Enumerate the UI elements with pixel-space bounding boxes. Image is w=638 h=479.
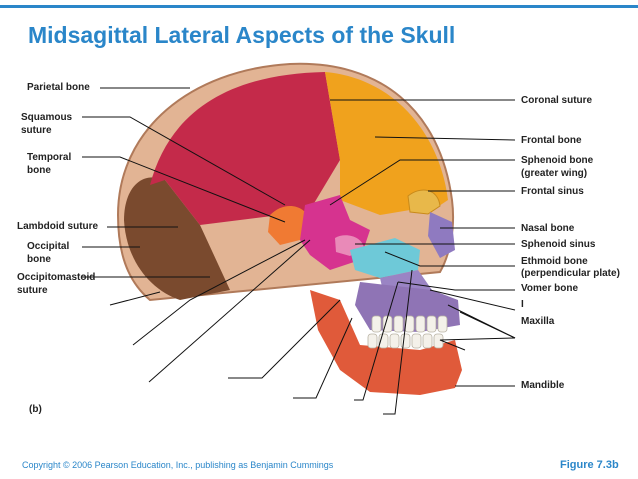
label-vomer-bone: Vomer bone [521,283,579,294]
label-ethmoid-bone-line2: (perpendicular plate) [521,268,620,279]
top-rule [0,5,638,8]
ethmoid-bone [350,238,420,278]
occipital-bone [124,177,230,300]
panel-label: (b) [29,404,42,415]
figure-number: Figure 7.3b [560,459,619,471]
label-occipital-bone-line1: Occipital [27,241,70,252]
parietal-bone [150,72,340,225]
label-frontal-sinus: Frontal sinus [521,186,584,197]
label-sphenoid-bone-line1: Sphenoid bone [521,155,594,166]
label-frontal-bone: Frontal bone [521,135,582,146]
leader-lines-right [329,99,516,387]
upper-teeth [371,315,448,333]
page-title: Midsagittal Lateral Aspects of the Skull [28,22,456,48]
label-temporal-bone-line2: bone [27,165,51,176]
label-occipital-bone-line2: bone [27,254,51,265]
temporal-bone [268,205,310,245]
label-temporal-bone-line1: Temporal [27,152,72,163]
label-coronal-suture: Coronal suture [521,95,593,106]
label-ethmoid-bone-line1: Ethmoid bone [521,256,588,267]
label-maxilla: Maxilla [521,316,555,327]
label-sphenoid-bone-line2: (greater wing) [521,168,588,179]
mandible-bone [310,290,462,395]
label-stray-mark: I [521,299,524,310]
copyright-text: Copyright © 2006 Pearson Education, Inc.… [22,460,334,470]
label-lambdoid-suture: Lambdoid suture [17,221,99,232]
label-mandible: Mandible [521,380,565,391]
frontal-bone [325,72,448,215]
label-squamous-suture-line2: suture [21,125,52,136]
label-nasal-bone: Nasal bone [521,223,575,234]
label-parietal-bone: Parietal bone [27,82,90,93]
leader-lines-left [82,87,413,415]
label-sphenoid-sinus: Sphenoid sinus [521,239,596,250]
label-occipitomastoid-suture-line1: Occipitomastoid [17,272,96,283]
nasal-bone [428,212,455,258]
label-occipitomastoid-suture-line2: suture [17,285,48,296]
label-squamous-suture-line1: Squamous [21,112,73,123]
